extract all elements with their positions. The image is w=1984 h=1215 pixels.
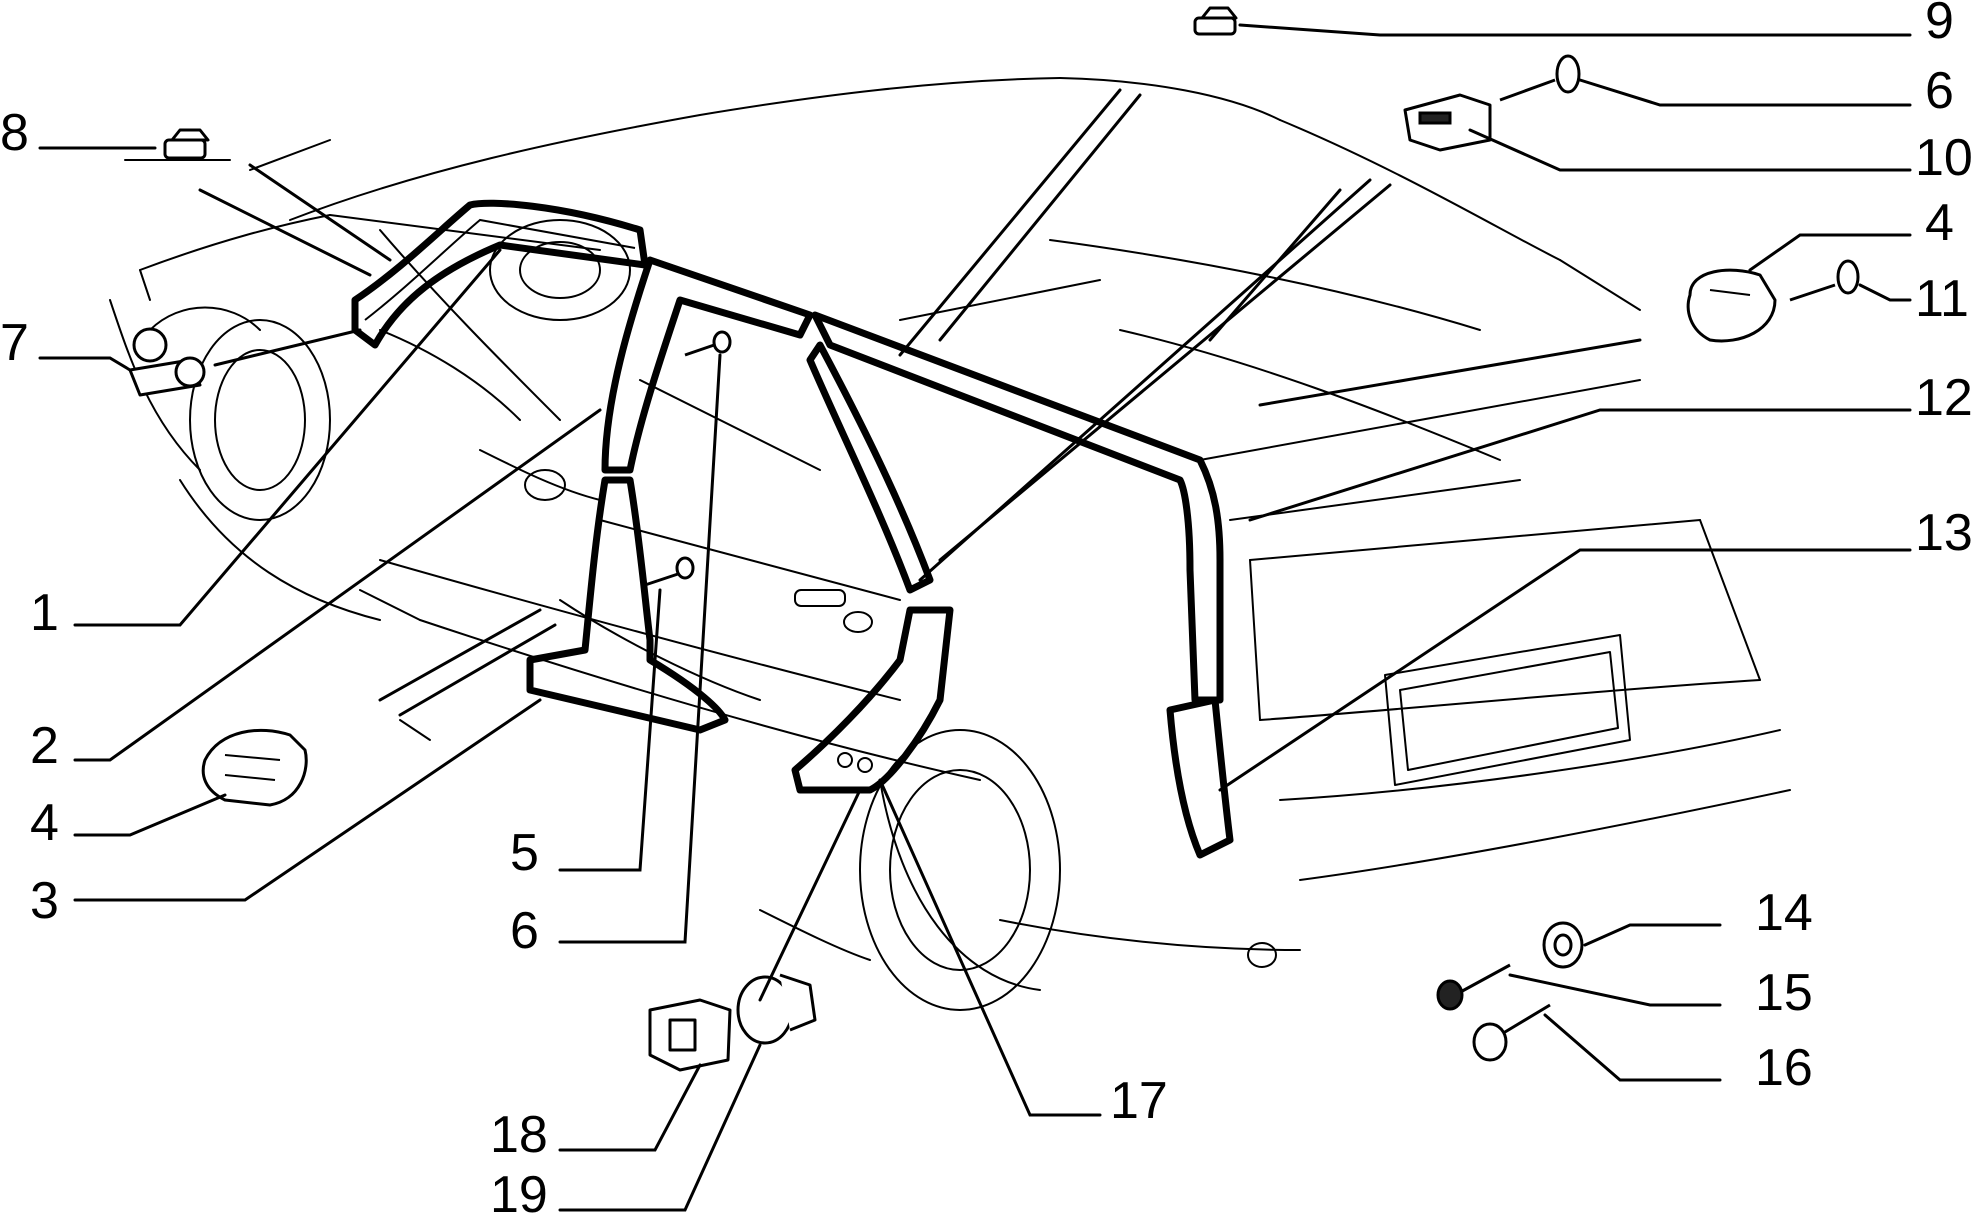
leader-1 [73, 248, 502, 627]
fasteners [128, 6, 1860, 1072]
callout-18: 18 [490, 1106, 548, 1164]
d-pillar-lower-trim [791, 606, 954, 794]
callout-9: 9 [1925, 0, 1954, 50]
callout-19: 19 [490, 1166, 548, 1215]
leader-17 [878, 778, 1102, 1117]
leader-3 [73, 698, 542, 902]
callout-12: 12 [1915, 369, 1973, 427]
leader-19 [558, 1043, 762, 1212]
screw-11 [1789, 259, 1860, 302]
leader-4l [73, 793, 227, 837]
clip-4-left [201, 728, 308, 807]
leader-lines [38, 23, 1912, 1212]
callout-6-right: 6 [1925, 62, 1954, 120]
a-pillar-trim [351, 199, 649, 349]
callout-14: 14 [1755, 884, 1813, 942]
callout-1: 1 [30, 584, 59, 642]
bolt-9 [1193, 6, 1238, 36]
callout-15: 15 [1755, 964, 1813, 1022]
callout-3: 3 [30, 872, 59, 930]
callout-10: 10 [1915, 129, 1973, 187]
push-cap-19 [736, 973, 817, 1045]
callout-2: 2 [30, 717, 59, 775]
leader-12 [1248, 408, 1912, 522]
leader-4r [1748, 233, 1912, 272]
callout-7: 7 [0, 314, 29, 372]
leader-2 [73, 408, 602, 762]
leader-7b [213, 328, 362, 367]
screw-6-left [684, 330, 732, 357]
b-pillar-upper-trim [601, 256, 814, 474]
rear-quarter-trim [1166, 696, 1234, 859]
leader-7 [38, 356, 132, 372]
leader-15 [1508, 973, 1722, 1007]
clip-10 [1403, 93, 1492, 152]
leader-18 [558, 1063, 702, 1152]
screw-8 [163, 128, 210, 160]
screw-15 [1436, 963, 1511, 1011]
callout-11: 11 [1915, 270, 1969, 328]
leader-14 [1583, 923, 1722, 947]
clip-18 [648, 998, 732, 1072]
leader-17b [758, 788, 862, 1002]
leader-5 [558, 588, 662, 872]
trim-panels [351, 199, 1234, 859]
callout-17: 17 [1110, 1072, 1168, 1130]
leader-13 [1218, 548, 1912, 792]
callout-8: 8 [0, 104, 29, 162]
leader-6l [558, 353, 722, 944]
car-body-outline [109, 77, 1791, 1011]
screw-16 [1472, 1003, 1551, 1062]
screw-6-right [1499, 54, 1581, 102]
b-pillar-lower-trim [526, 476, 729, 734]
c-pillar-trim [806, 341, 934, 594]
leader-9 [1238, 23, 1912, 37]
washer-14 [1542, 921, 1584, 969]
callout-4-left: 4 [30, 794, 59, 852]
leader-16 [1543, 1013, 1722, 1082]
callout-6-left: 6 [510, 902, 539, 960]
callout-5: 5 [510, 824, 539, 882]
leader-10 [1468, 128, 1912, 172]
callout-13: 13 [1915, 504, 1973, 562]
leader-6r [1578, 78, 1912, 107]
push-clip-7 [128, 327, 206, 397]
callout-16: 16 [1755, 1039, 1813, 1097]
screw-5 [644, 556, 695, 587]
callout-4-right: 4 [1925, 194, 1954, 252]
leader-11 [1858, 283, 1912, 302]
clip-4-right [1686, 268, 1777, 343]
